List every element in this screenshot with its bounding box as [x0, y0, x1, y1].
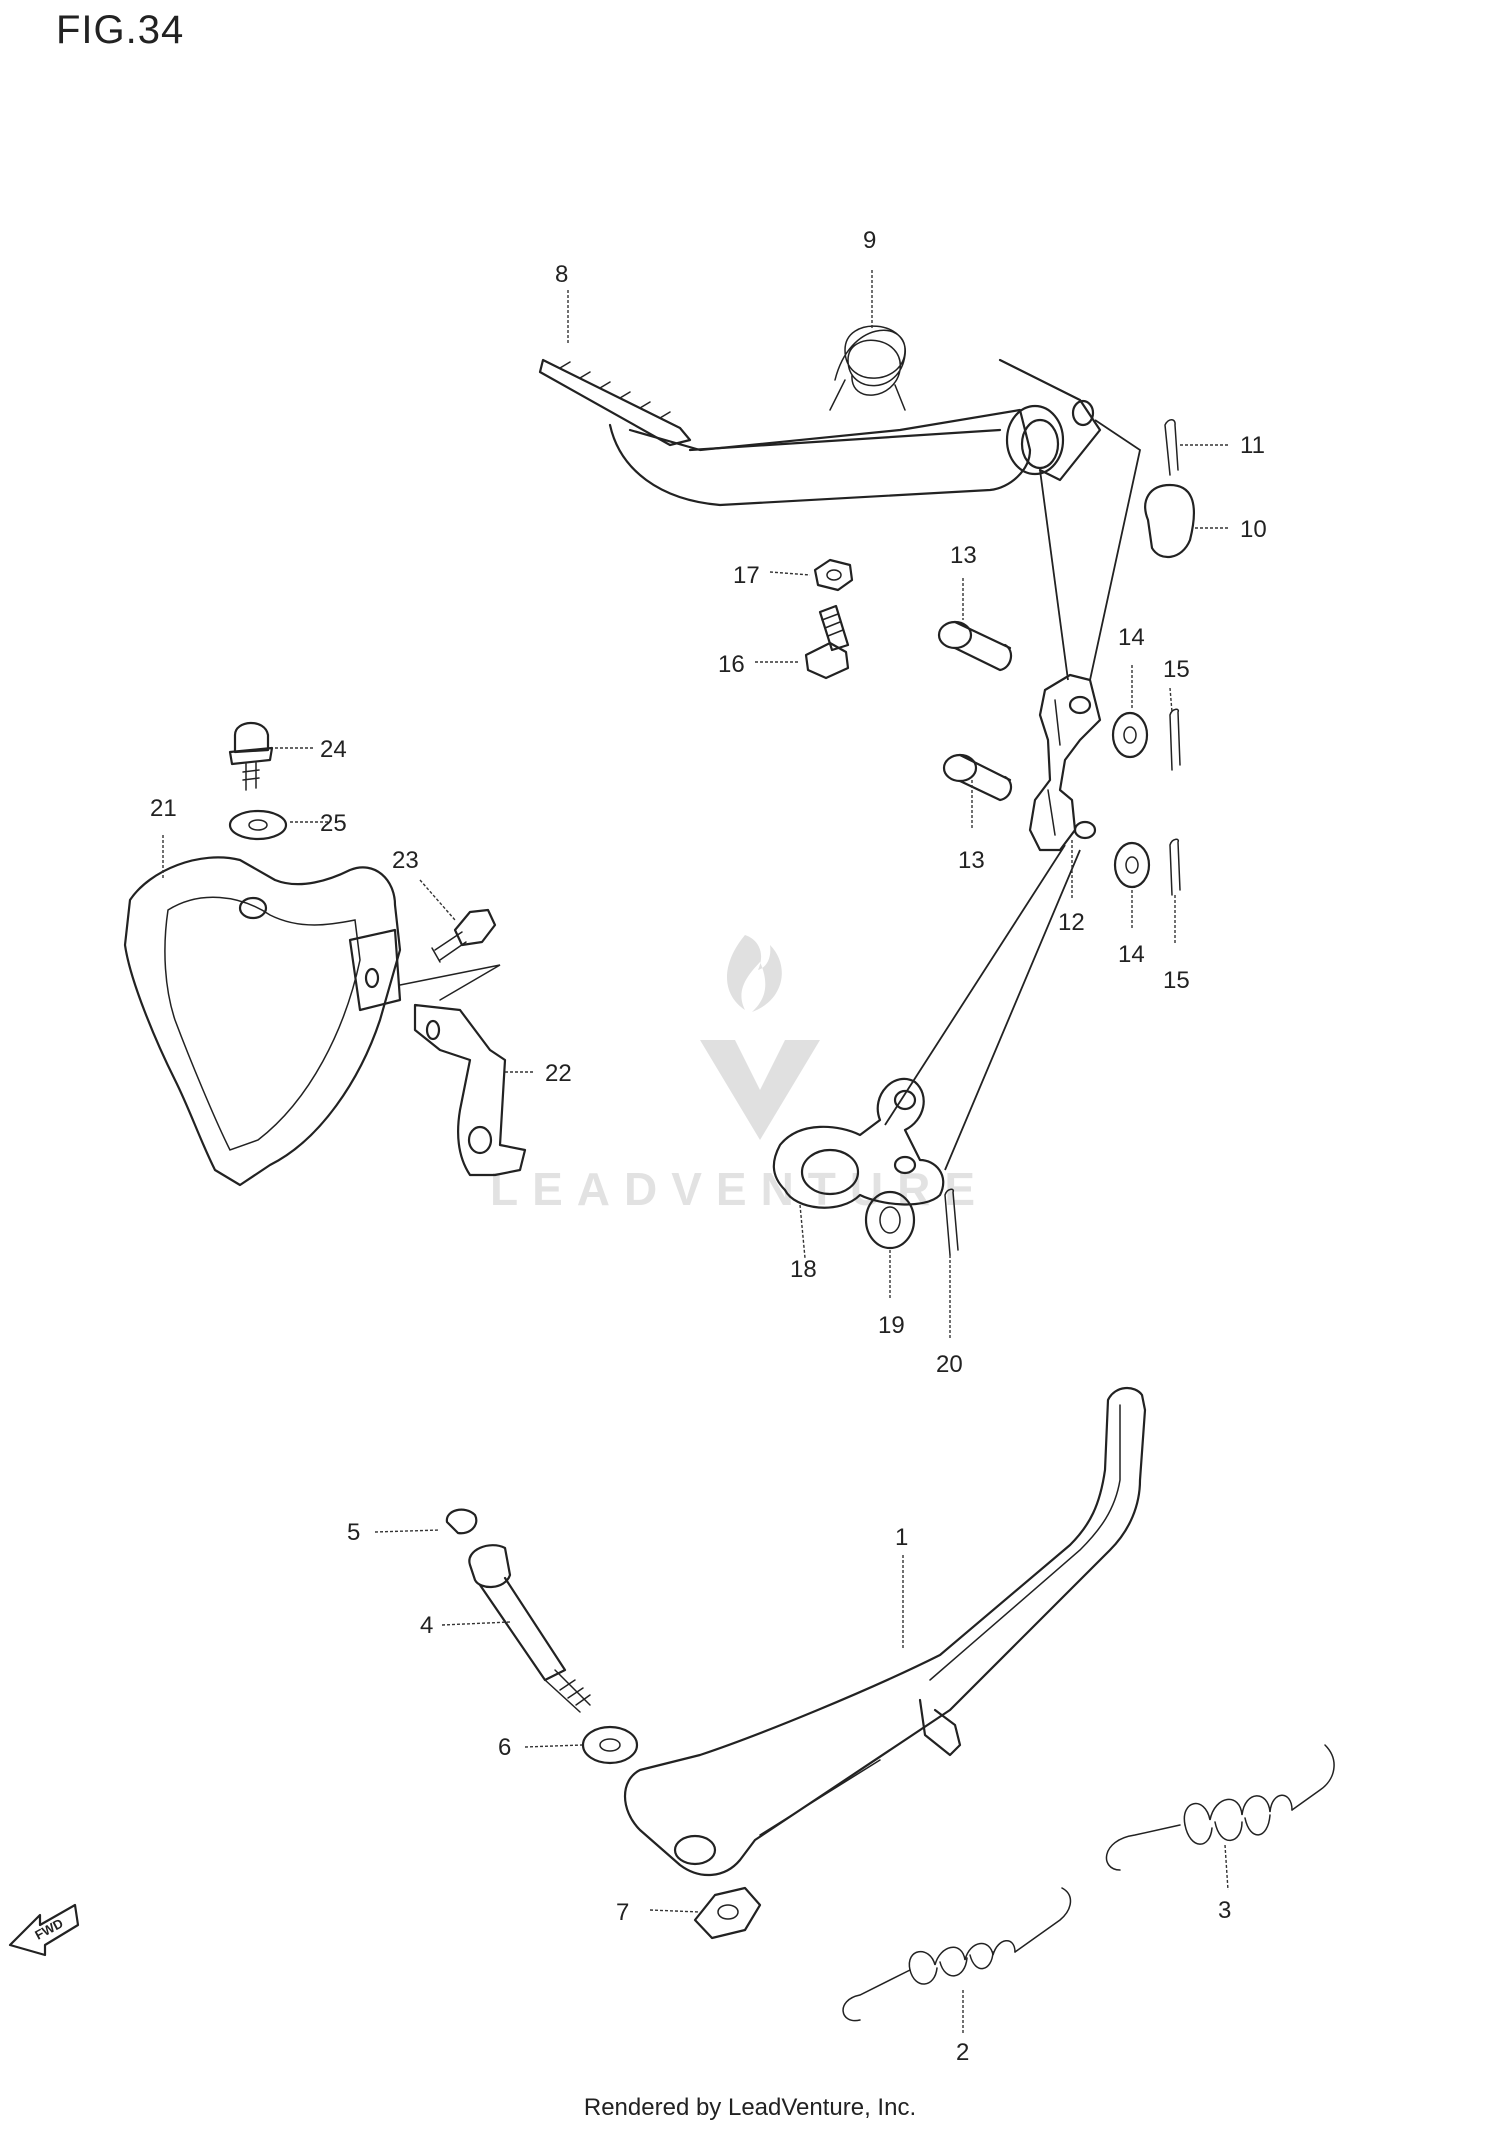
leader-lines	[162, 270, 1230, 2035]
callout-15-upper: 15	[1163, 656, 1190, 683]
callout-8: 8	[555, 261, 568, 288]
bracket-22	[413, 1003, 527, 1177]
callout-17: 17	[733, 562, 760, 589]
side-stand-1	[624, 1387, 1147, 1877]
callout-4: 4	[420, 1612, 433, 1639]
washer-25	[228, 809, 288, 841]
callout-22: 22	[545, 1060, 572, 1087]
callout-10: 10	[1240, 516, 1267, 543]
brake-pedal	[538, 358, 1102, 507]
callout-20: 20	[936, 1351, 963, 1378]
pedal-cap-10	[1144, 483, 1195, 558]
cotter-pin-11	[1164, 419, 1179, 476]
callout-23: 23	[392, 847, 419, 874]
assembly-lines	[884, 419, 1142, 1171]
watermark: LEADVENTURE	[490, 935, 989, 1215]
brake-rod-link-12	[1028, 673, 1102, 852]
nut-17	[813, 558, 854, 592]
clevis-pin-13-lower	[942, 753, 1013, 802]
return-spring-9	[829, 325, 906, 411]
callout-21: 21	[150, 795, 177, 822]
callout-16: 16	[718, 651, 745, 678]
callout-labels: 8 9 11 10 17 13 16 14 15 13 12 14 15 24 …	[150, 227, 1267, 2066]
callout-11: 11	[1240, 432, 1265, 459]
washer-14-lower	[1113, 841, 1151, 889]
callout-15-lower: 15	[1163, 967, 1190, 994]
cotter-pin-15-lower	[1169, 838, 1181, 896]
clevis-pin-13-upper	[937, 620, 1013, 672]
callout-13-upper: 13	[950, 542, 977, 569]
bolt-23	[431, 908, 497, 963]
footer-credit: Rendered by LeadVenture, Inc.	[583, 2094, 917, 2121]
spring-3	[1105, 1744, 1335, 1871]
spring-2	[842, 1887, 1072, 2022]
fwd-arrow-icon: FWD	[8, 1903, 80, 1957]
callout-3: 3	[1218, 1897, 1231, 1924]
figure-title: FIG.34	[56, 8, 185, 52]
callout-13-lower: 13	[958, 847, 985, 874]
callout-12: 12	[1058, 909, 1085, 936]
brake-arm-18	[772, 1077, 945, 1209]
callout-7: 7	[616, 1899, 629, 1926]
heel-guard-21	[123, 856, 501, 1187]
callout-25: 25	[320, 810, 347, 837]
callout-6: 6	[498, 1734, 511, 1761]
callout-19: 19	[878, 1312, 905, 1339]
bolt-16	[804, 604, 850, 680]
washer-6	[581, 1725, 639, 1765]
callout-5: 5	[347, 1519, 360, 1546]
callout-1: 1	[895, 1524, 908, 1551]
nut-5	[445, 1508, 478, 1535]
callout-9: 9	[863, 227, 876, 254]
washer-14-upper	[1111, 711, 1149, 759]
callout-14-lower: 14	[1118, 941, 1145, 968]
callout-24: 24	[320, 736, 347, 763]
callout-18: 18	[790, 1256, 817, 1283]
cotter-pin-20	[944, 1188, 959, 1256]
washer-19	[864, 1190, 916, 1250]
callout-14-upper: 14	[1118, 624, 1145, 651]
pivot-bolt-4	[468, 1544, 591, 1713]
callout-2: 2	[956, 2039, 969, 2066]
cotter-pin-15-upper	[1169, 708, 1181, 771]
nut-7	[693, 1886, 762, 1940]
bolt-24	[228, 721, 274, 791]
watermark-text: LEADVENTURE	[490, 1163, 989, 1215]
